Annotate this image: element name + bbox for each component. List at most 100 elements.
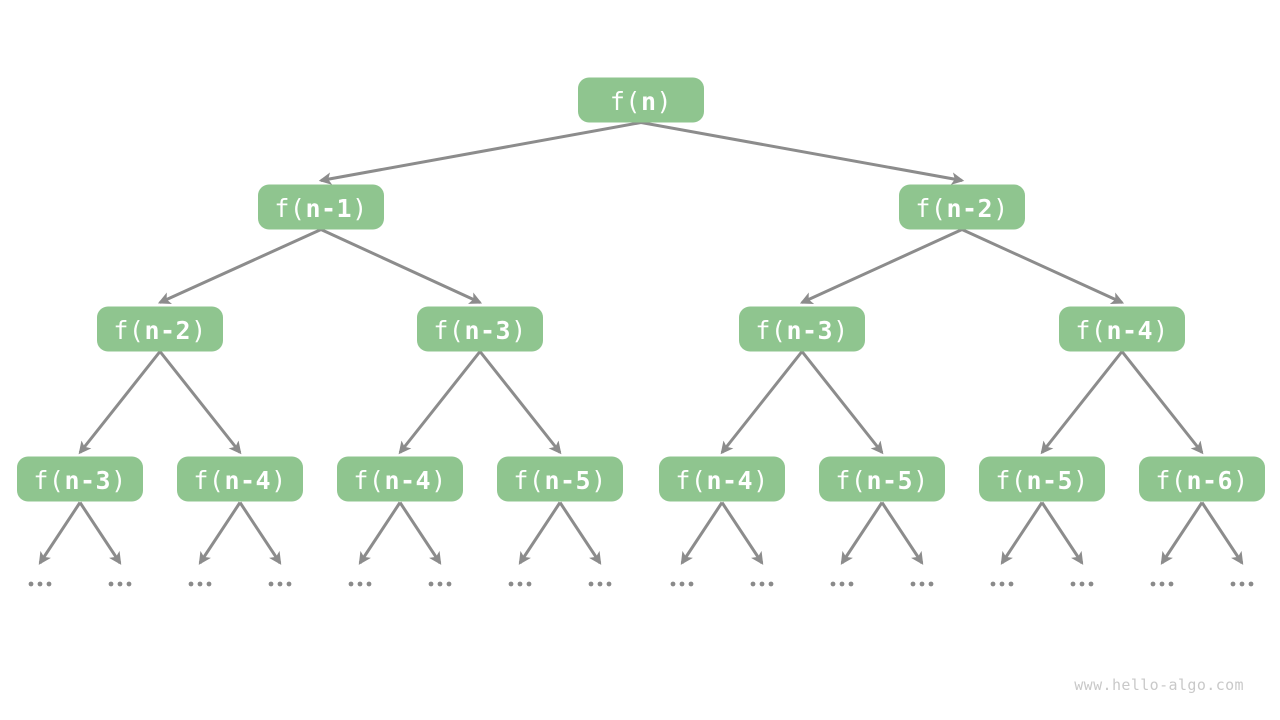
ellipsis-dot [1008,581,1014,587]
ellipsis-dot [830,581,836,587]
ellipsis-dot [526,581,532,587]
ellipsis-dot [597,581,603,587]
tree-edge [800,350,884,455]
tree-node-label: f(n-4) [675,466,768,495]
tree-node-n7: f(n-3) [17,456,143,502]
ellipsis-dot [848,581,854,587]
ellipsis [1230,581,1254,587]
ellipsis-dot [206,581,212,587]
leaf-edge [398,501,442,565]
ellipsis [670,581,694,587]
ellipsis [990,581,1014,587]
ellipsis-dot [366,581,372,587]
ellipsis-dot [277,581,283,587]
tree-node-box [739,306,865,352]
tree-edge [799,228,963,304]
leaf-edge [880,501,924,565]
tree-node-label: f(n-5) [513,466,606,495]
leaf-edge [1040,501,1084,565]
tree-node-label: f(n-5) [835,466,928,495]
tree-node-box [258,184,384,230]
tree-node-box [899,184,1025,230]
tree-node-n13: f(n-5) [979,456,1105,502]
ellipsis-dot [517,581,523,587]
tree-node-n12: f(n-5) [819,456,945,502]
tree-node-box [17,456,143,502]
tree-node-box [97,306,223,352]
tree-edge [478,350,562,455]
tree-node-n0: f(n) [578,77,704,123]
leaf-edge [518,501,562,565]
ellipsis-dot [670,581,676,587]
ellipsis [1070,581,1094,587]
ellipsis-dot [1168,581,1174,587]
tree-node-label: f(n-2) [915,194,1008,223]
leaf-edge [198,501,242,565]
tree-edge [640,121,965,185]
leaf-edge [1160,501,1204,565]
tree-edge [157,228,322,304]
ellipsis [268,581,292,587]
ellipsis-dot [28,581,34,587]
tree-node-label: f(n-2) [113,316,206,345]
ellipsis-dot [108,581,114,587]
ellipsis-layer [28,581,1254,587]
ellipsis-dot [688,581,694,587]
tree-node-box [578,77,704,123]
ellipsis [348,581,372,587]
tree-node-n5: f(n-3) [739,306,865,352]
ellipsis-dot [839,581,845,587]
tree-edge [78,350,162,455]
ellipsis [588,581,612,587]
leaf-edge [238,501,282,565]
tree-node-n4: f(n-3) [417,306,543,352]
tree-edge [318,121,642,185]
ellipsis-dot [46,581,52,587]
tree-node-box [417,306,543,352]
tree-node-n6: f(n-4) [1059,306,1185,352]
ellipsis-dot [1239,581,1245,587]
ellipsis-dot [1088,581,1094,587]
ellipsis [428,581,452,587]
nodes-layer: f(n) f(n-1) f(n-2) f(n-2) f(n-3) f(n-3) f(n-4)… [17,77,1265,502]
leaf-edge [720,501,764,565]
tree-node-label: f(n-4) [193,466,286,495]
ellipsis-dot [286,581,292,587]
ellipsis-dot [348,581,354,587]
tree-node-box [659,456,785,502]
ellipsis [188,581,212,587]
tree-node-box [337,456,463,502]
ellipsis-dot [197,581,203,587]
ellipsis-dot [679,581,685,587]
ellipsis-dot [126,581,132,587]
tree-node-n14: f(n-6) [1139,456,1265,502]
ellipsis-dot [606,581,612,587]
ellipsis-dot [437,581,443,587]
tree-node-box [819,456,945,502]
tree-node-label: f(n-3) [755,316,848,345]
ellipsis-dot [1159,581,1165,587]
tree-node-n3: f(n-2) [97,306,223,352]
ellipsis-dot [37,581,43,587]
tree-node-n1: f(n-1) [258,184,384,230]
leaf-edge [38,501,82,565]
ellipsis-dot [1070,581,1076,587]
ellipsis [910,581,934,587]
leaf-edge [78,501,122,565]
ellipsis-dot [990,581,996,587]
ellipsis-dot [117,581,123,587]
ellipsis-dot [508,581,514,587]
ellipsis-dot [1248,581,1254,587]
ellipsis-dot [588,581,594,587]
ellipsis-dot [1230,581,1236,587]
leaf-edge [1000,501,1044,565]
tree-edge [720,350,804,455]
tree-node-box [177,456,303,502]
ellipsis-dot [188,581,194,587]
tree-edge [961,228,1125,304]
tree-node-n9: f(n-4) [337,456,463,502]
tree-node-n2: f(n-2) [899,184,1025,230]
ellipsis [28,581,52,587]
ellipsis-dot [428,581,434,587]
